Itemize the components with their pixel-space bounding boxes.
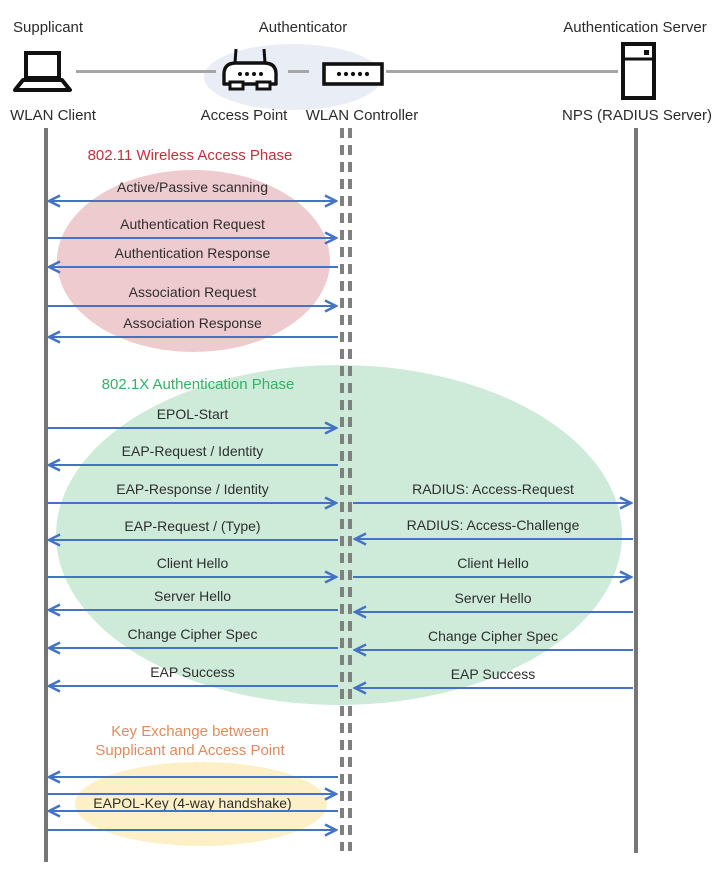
message-label: Active/Passive scanning xyxy=(117,179,268,195)
device-label-nps-radius-server: NPS (RADIUS Server) xyxy=(561,107,713,124)
message-arrow-left xyxy=(47,457,338,473)
message-arrow-left xyxy=(47,678,338,694)
message-arrow-left xyxy=(353,531,633,547)
message-arrow-left xyxy=(47,329,338,345)
message-arrow-right xyxy=(47,786,338,802)
message-arrow-right xyxy=(47,230,338,246)
message-arrow-left xyxy=(47,769,338,785)
message-label: EPOL-Start xyxy=(156,406,229,422)
message-label: Association Response xyxy=(123,315,262,331)
message-label: EAP-Request / (Type) xyxy=(124,518,261,534)
message-arrow-left xyxy=(47,640,338,656)
message-label: Authentication Response xyxy=(114,245,271,261)
message-label: EAP Success xyxy=(450,666,536,682)
connector-ap-controller xyxy=(288,70,309,73)
message-label: Association Request xyxy=(128,284,257,300)
device-label-access-point: Access Point xyxy=(200,107,288,124)
message-label: EAP-Response / Identity xyxy=(116,481,269,497)
lifeline-authenticator-dash-1 xyxy=(340,128,344,851)
message-label: RADIUS: Access-Request xyxy=(412,481,574,497)
message-label: Client Hello xyxy=(457,555,529,571)
laptop-icon xyxy=(13,51,73,95)
message-arrow-left xyxy=(47,803,338,819)
message-label: EAP-Request / Identity xyxy=(121,443,264,459)
message-label: RADIUS: Access-Challenge xyxy=(406,517,580,533)
device-label-wlan-client: WLAN Client xyxy=(10,107,96,124)
message-arrow-right xyxy=(353,569,633,585)
message-arrow-left xyxy=(353,642,633,658)
message-arrow-right xyxy=(47,569,338,585)
wlan-controller-icon xyxy=(322,62,384,86)
message-arrow-right xyxy=(47,495,338,511)
message-label: EAP Success xyxy=(150,664,235,680)
message-label: Server Hello xyxy=(153,588,232,604)
message-label: Server Hello xyxy=(454,590,532,606)
message-label: Change Cipher Spec xyxy=(127,626,258,642)
access-point-icon xyxy=(219,48,281,92)
message-arrow-right xyxy=(47,822,338,838)
message-label: Authentication Request xyxy=(120,216,265,232)
phase-title-80211: 802.11 Wireless Access Phase xyxy=(87,147,293,164)
message-arrow-both xyxy=(47,193,338,209)
phase-title-8021x: 802.1X Authentication Phase xyxy=(101,376,295,393)
connector-controller-server xyxy=(386,70,618,73)
lifeline-auth-server xyxy=(634,128,638,853)
message-label: Change Cipher Spec xyxy=(428,628,558,644)
message-label: Client Hello xyxy=(156,555,229,571)
device-label-wlan-controller: WLAN Controller xyxy=(305,107,419,124)
message-arrow-right xyxy=(47,298,338,314)
message-arrow-left xyxy=(353,604,633,620)
message-arrow-left xyxy=(47,602,338,618)
message-arrow-right xyxy=(47,420,338,436)
role-authenticator: Authenticator xyxy=(258,19,348,36)
message-arrow-right xyxy=(353,495,633,511)
connector-client-ap xyxy=(76,70,216,73)
lifeline-authenticator-dash-2 xyxy=(348,128,352,851)
role-supplicant: Supplicant xyxy=(13,19,84,36)
role-authentication-server: Authentication Server xyxy=(563,19,707,36)
message-label: EAPOL-Key (4-way handshake) xyxy=(93,795,292,811)
message-arrow-left xyxy=(47,259,338,275)
message-arrow-left xyxy=(353,680,633,696)
phase-title-key-exchange: Key Exchange between Supplicant and Acce… xyxy=(95,723,285,759)
server-icon xyxy=(621,42,656,100)
message-arrow-left xyxy=(47,532,338,548)
lifeline-supplicant xyxy=(44,128,48,862)
